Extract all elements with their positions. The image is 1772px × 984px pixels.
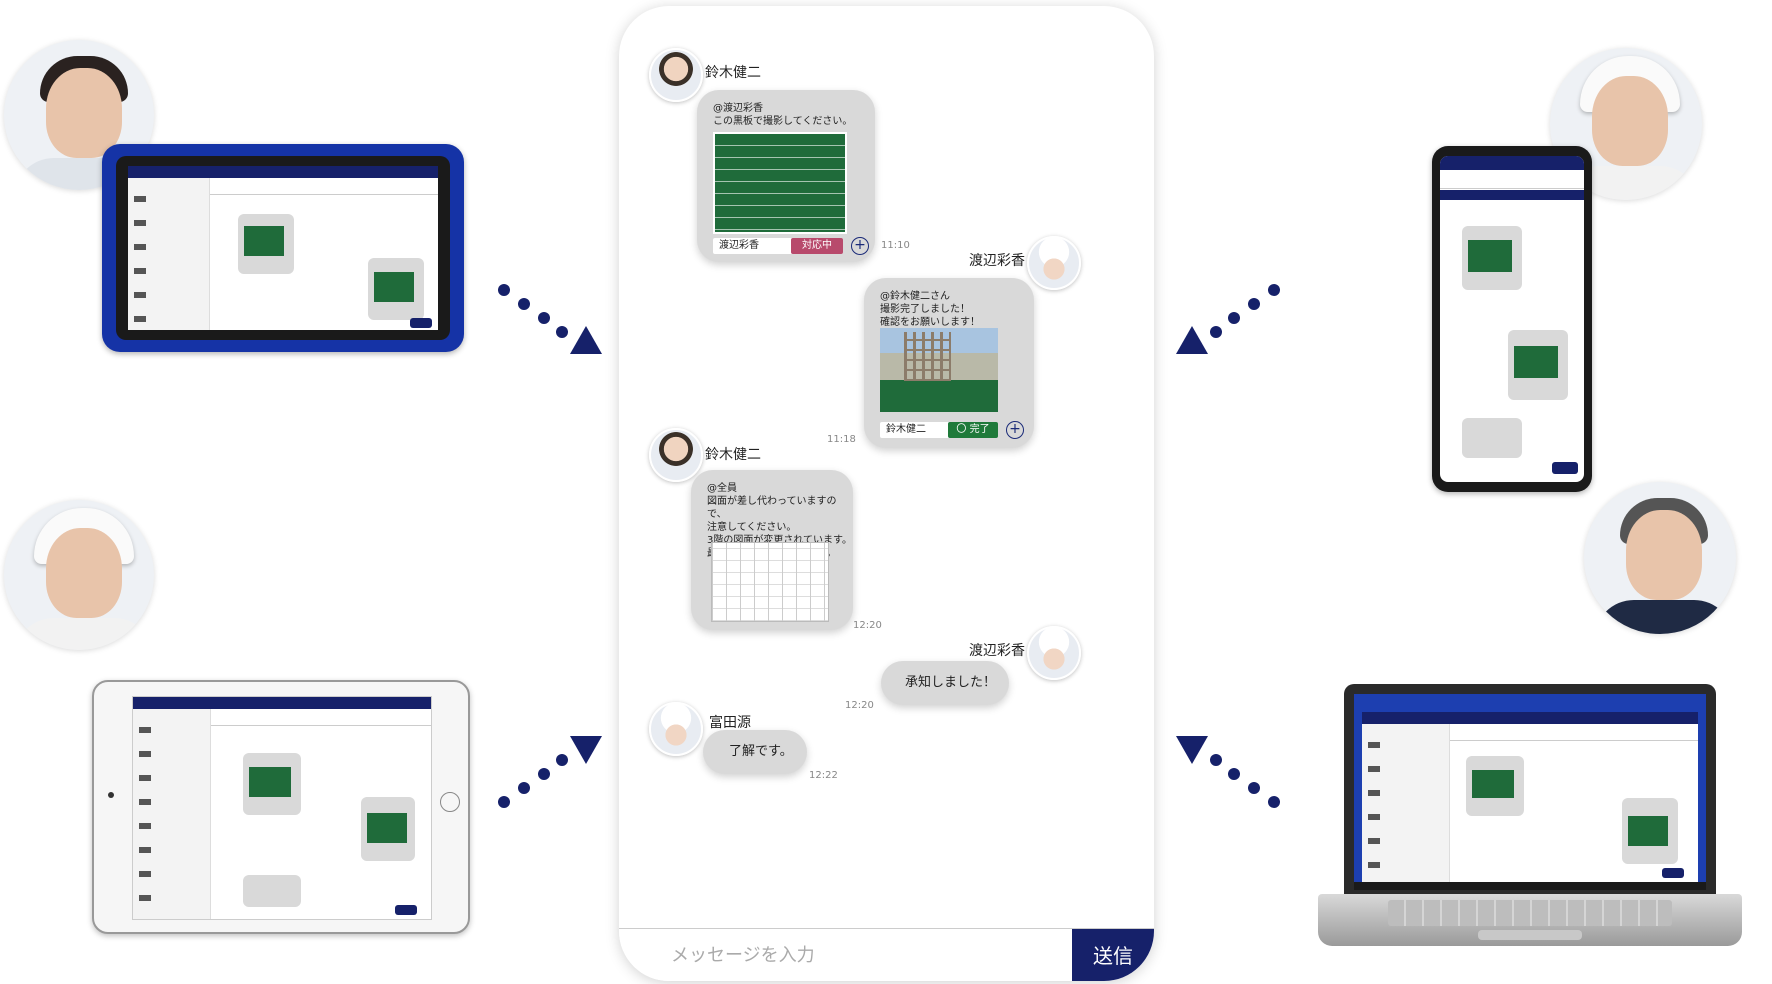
message-bubble: @渡辺彩香 この黒板で撮影してください。 渡辺彩香 対応中 + <box>697 90 875 262</box>
status-badge: 〇 完了 <box>948 422 998 438</box>
device-screen <box>128 166 438 330</box>
timestamp: 11:10 <box>881 240 910 251</box>
add-icon[interactable]: + <box>851 237 869 255</box>
user-avatar-manager <box>1584 482 1736 634</box>
user-avatar-helmet <box>4 500 154 650</box>
task-tag[interactable]: 鈴木健二 〇 完了 <box>880 422 998 438</box>
site-photo <box>880 328 998 412</box>
send-button[interactable]: 送信 <box>1072 929 1154 981</box>
sender-name: 鈴木健二 <box>705 447 761 463</box>
chat-phone: 鈴木健二 @渡辺彩香 この黒板で撮影してください。 渡辺彩香 対応中 + 11:… <box>619 6 1154 981</box>
smartphone <box>1432 146 1592 492</box>
add-icon[interactable]: + <box>1006 421 1024 439</box>
sender-name: 富田源 <box>709 715 751 731</box>
timestamp: 12:22 <box>809 770 838 781</box>
status-badge: 対応中 <box>791 238 843 254</box>
sender-name: 渡辺彩香 <box>969 253 1025 269</box>
blackboard-image <box>713 132 847 234</box>
avatar <box>649 428 703 482</box>
avatar <box>649 702 703 756</box>
message-input[interactable] <box>669 937 1013 973</box>
message-text: 承知しました！ <box>905 675 997 690</box>
assignee-name: 渡辺彩香 <box>719 240 759 251</box>
device-screen <box>1440 156 1584 482</box>
device-screen <box>1354 694 1706 890</box>
message-bubble: 了解です。 <box>703 730 807 774</box>
drawing-image <box>711 542 829 622</box>
message-text: @渡辺彩香 この黒板で撮影してください。 <box>713 103 853 127</box>
message-text: 了解です。 <box>729 744 793 759</box>
sender-name: 鈴木健二 <box>705 65 761 81</box>
message-input-bar: 送信 <box>619 928 1154 981</box>
tablet-rugged <box>102 144 464 352</box>
avatar <box>649 48 703 102</box>
task-tag[interactable]: 渡辺彩香 対応中 <box>713 238 843 254</box>
timestamp: 12:20 <box>845 700 874 711</box>
timestamp: 11:18 <box>827 434 856 445</box>
sender-name: 渡辺彩香 <box>969 643 1025 659</box>
device-screen <box>132 696 432 920</box>
timestamp: 12:20 <box>853 620 882 631</box>
message-bubble: 承知しました！ <box>881 661 1009 705</box>
avatar <box>1027 236 1081 290</box>
laptop <box>1344 684 1716 894</box>
assignee-name: 鈴木健二 <box>886 424 926 435</box>
tablet-ipad <box>92 680 470 934</box>
message-bubble: @鈴木健二さん 撮影完了しました！ 確認をお願いします！ 鈴木健二 〇 完了 + <box>864 278 1034 448</box>
laptop-base <box>1318 894 1742 946</box>
avatar <box>1027 626 1081 680</box>
message-bubble: @全員 図面が差し代わっていますので、 注意してください。 3階の図面が変更され… <box>691 470 853 630</box>
message-text: @鈴木健二さん 撮影完了しました！ 確認をお願いします！ <box>880 291 980 328</box>
